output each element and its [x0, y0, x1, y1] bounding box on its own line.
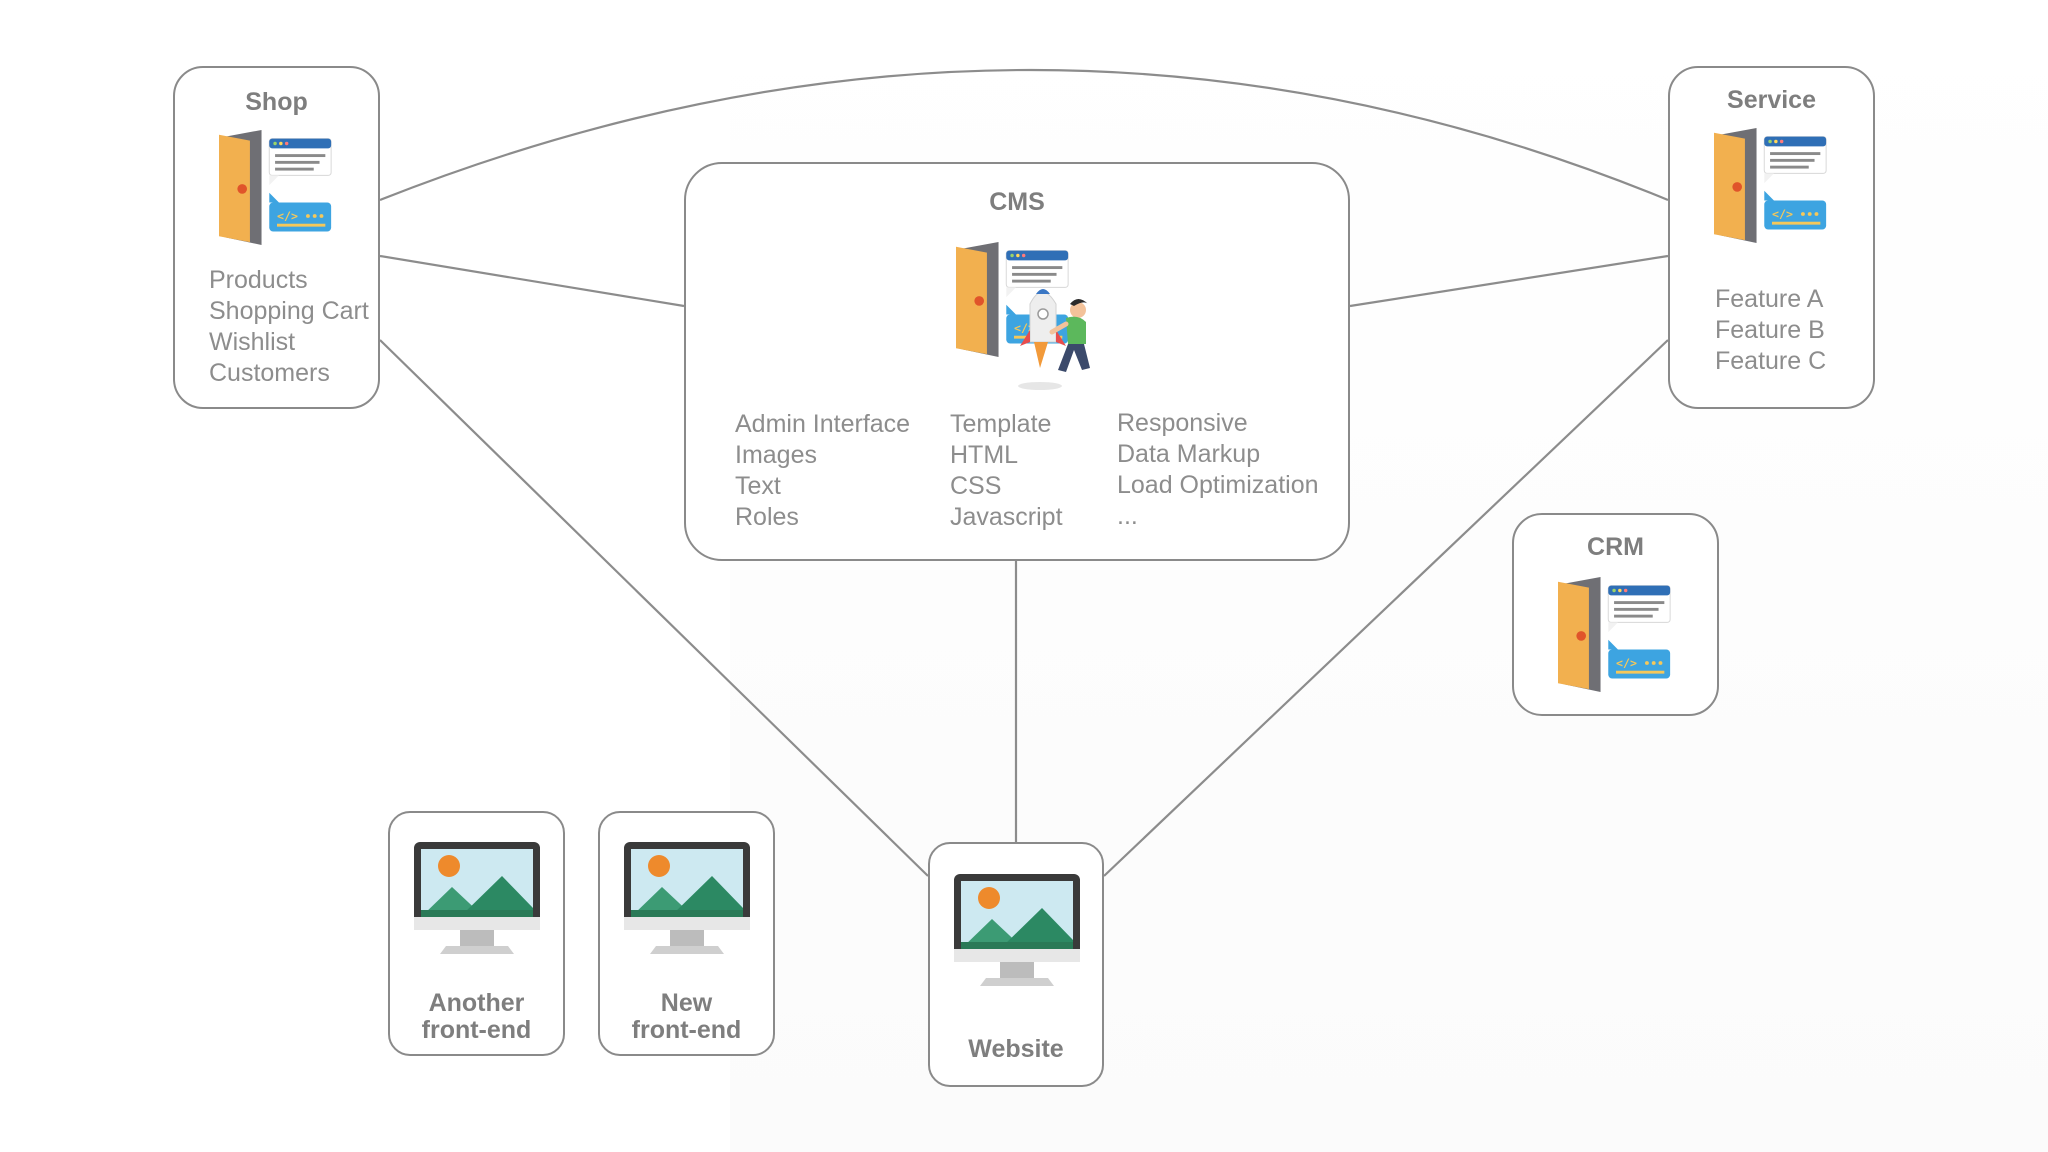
monitor-landscape-icon	[412, 840, 542, 960]
connector-service-website	[1103, 339, 1669, 877]
cms-module[interactable]: CMS Admin Interface Images Text Roles Te…	[684, 162, 1350, 561]
crm-module[interactable]: CRM	[1512, 513, 1719, 716]
shop-item: Wishlist	[209, 328, 296, 356]
connector-shop-service	[379, 68, 1669, 202]
shop-module[interactable]: Shop Products Shopping Cart Wishlist Cus…	[173, 66, 380, 409]
website-label: Website	[968, 1035, 1064, 1063]
cms-item: ...	[1117, 502, 1138, 530]
cms-item: Data Markup	[1117, 440, 1261, 468]
service-module[interactable]: Service Feature A Feature B Feature C	[1668, 66, 1875, 409]
shop-item: Customers	[209, 359, 330, 387]
service-item: Feature C	[1715, 347, 1827, 375]
connector-shop-website	[379, 339, 929, 877]
door-browser-icon	[1714, 126, 1830, 244]
monitor-landscape-icon	[952, 872, 1082, 992]
cms-item: Responsive	[1117, 409, 1248, 437]
door-browser-icon	[1558, 575, 1674, 693]
connector-cms-service	[1349, 254, 1669, 308]
cms-column-admin: Admin Interface Images Text Roles	[735, 409, 910, 533]
shop-title: Shop	[245, 88, 308, 116]
crm-title: CRM	[1587, 533, 1644, 561]
cms-column-responsive: Responsive Data Markup Load Optimization…	[1117, 408, 1319, 532]
cms-item: Load Optimization	[1117, 471, 1319, 499]
shop-item: Products	[209, 266, 308, 294]
door-browser-icon	[219, 128, 335, 246]
door-browser-rocket-person-icon	[956, 240, 1116, 396]
cms-item: Admin Interface	[735, 410, 911, 438]
service-item: Feature B	[1715, 316, 1825, 344]
cms-item: Images	[735, 441, 817, 469]
cms-column-template: Template HTML CSS Javascript	[950, 409, 1063, 533]
monitor-landscape-icon	[622, 840, 752, 960]
shop-item: Shopping Cart	[209, 297, 369, 325]
website-node[interactable]: Website	[928, 842, 1104, 1087]
connector-shop-cms	[379, 254, 685, 308]
frontend-another-label: Another front-end	[421, 989, 532, 1044]
service-feature-list: Feature A Feature B Feature C	[1715, 284, 1826, 377]
cms-item: HTML	[950, 441, 1019, 469]
service-title: Service	[1727, 86, 1816, 114]
frontend-another-node[interactable]: Another front-end	[388, 811, 565, 1056]
frontend-new-node[interactable]: New front-end	[598, 811, 775, 1056]
cms-title: CMS	[989, 188, 1045, 216]
frontend-new-label: New front-end	[631, 989, 742, 1044]
cms-item: Text	[735, 472, 781, 500]
cms-item: Javascript	[950, 503, 1063, 531]
service-item: Feature A	[1715, 285, 1824, 313]
cms-item: CSS	[950, 472, 1002, 500]
cms-item: Roles	[735, 503, 799, 531]
cms-item: Template	[950, 410, 1052, 438]
shop-feature-list: Products Shopping Cart Wishlist Customer…	[209, 265, 369, 389]
